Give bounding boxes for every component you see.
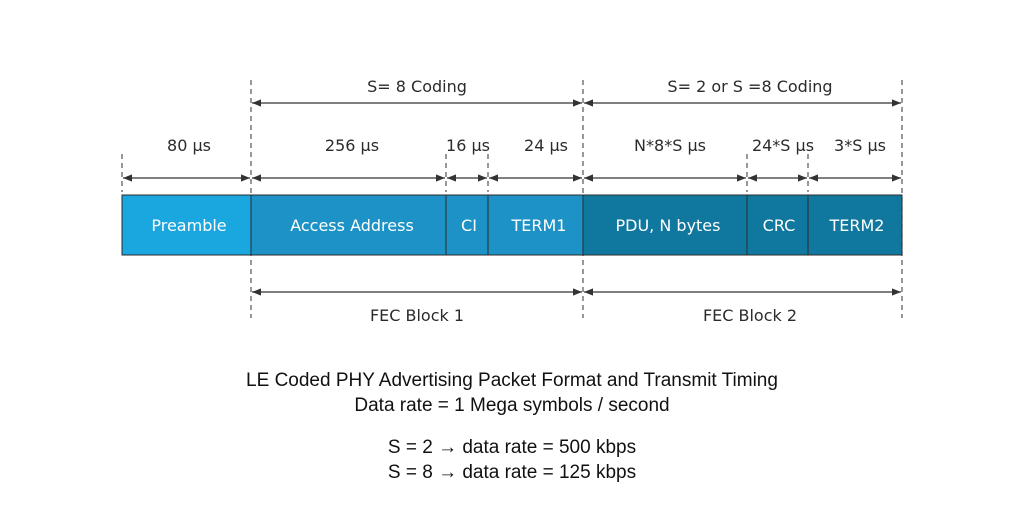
duration-row: 80 µs 256 µs 16 µs 24 µs N*8*S µs 24*S µ…: [123, 136, 901, 182]
duration-label-access-address: 256 µs: [325, 136, 379, 155]
field-block-pdu: [582, 194, 748, 256]
field-label-term2: TERM2: [829, 216, 885, 235]
caption-data-rate: Data rate = 1 Mega symbols / second: [354, 395, 669, 416]
field-label-preamble: Preamble: [151, 216, 226, 235]
coding-spans: S= 8 Coding S= 2 or S =8 Coding: [252, 77, 901, 107]
duration-label-crc: 24*S µs: [752, 136, 814, 155]
field-block-preamble: [121, 194, 252, 256]
duration-label-ci: 16 µs: [446, 136, 490, 155]
field-label-term1: TERM1: [511, 216, 567, 235]
duration-label-term2: 3*S µs: [834, 136, 886, 155]
caption-rate-s8: S = 8 → data rate = 125 kbps: [388, 462, 636, 483]
fec-block-label-2: FEC Block 2: [703, 306, 797, 325]
packet-fields: Preamble Access Address CI TERM1 PDU, N …: [121, 194, 903, 256]
field-label-crc: CRC: [763, 216, 796, 235]
field-block-term2: [807, 194, 903, 256]
duration-label-preamble: 80 µs: [167, 136, 211, 155]
field-block-access-address: [250, 194, 447, 256]
coding-span-label-1: S= 8 Coding: [367, 77, 467, 96]
duration-label-term1: 24 µs: [524, 136, 568, 155]
duration-label-pdu: N*8*S µs: [634, 136, 706, 155]
field-block-crc: [746, 194, 809, 256]
fec-blocks: FEC Block 1 FEC Block 2: [252, 288, 901, 325]
fec-block-label-1: FEC Block 1: [370, 306, 464, 325]
caption: LE Coded PHY Advertising Packet Format a…: [246, 370, 778, 483]
coding-span-label-2: S= 2 or S =8 Coding: [667, 77, 832, 96]
field-label-ci: CI: [461, 216, 477, 235]
field-label-access-address: Access Address: [290, 216, 414, 235]
caption-rate-s2: S = 2 → data rate = 500 kbps: [388, 437, 636, 458]
field-block-term1: [487, 194, 584, 256]
caption-title: LE Coded PHY Advertising Packet Format a…: [246, 370, 778, 391]
field-label-pdu: PDU, N bytes: [616, 216, 721, 235]
field-block-ci: [445, 194, 489, 256]
